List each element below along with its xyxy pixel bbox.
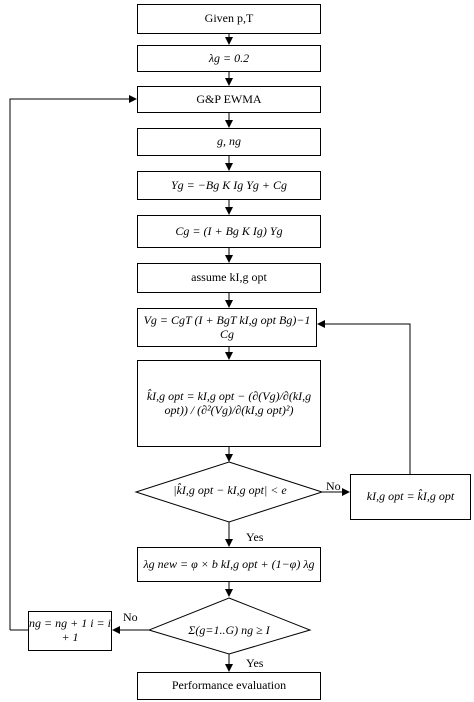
convergence-text: |k̂I,g opt − kI,g opt| < e (173, 483, 287, 497)
k-update-box: k̂I,g opt = kI,g opt − (∂(Vg)/∂(kI,g opt… (137, 360, 321, 447)
assume-box: assume kI,g opt (137, 263, 321, 293)
c-equation-text: Cg = (I + Bg K Ig) Yg (175, 223, 283, 238)
no-label-sum: No (123, 610, 138, 624)
lambda-init-box: λg = 0.2 (137, 45, 321, 72)
assume-text: assume kI,g opt (191, 270, 267, 285)
performance-box: Performance evaluation (137, 672, 321, 700)
y-equation-text: Yg = −Bg K Ig Yg + Cg (171, 177, 287, 192)
diamond-convergence (134, 461, 324, 523)
g-ng-box: g, ng (137, 128, 321, 156)
k-assign-text: kI,g opt = k̂I,g opt (366, 489, 455, 504)
increment-text: ng = ng + 1 i = i + 1 (29, 616, 111, 644)
ewma-box: G&P EWMA (137, 86, 321, 113)
given-text: Given p,T (204, 11, 254, 26)
c-equation-box: Cg = (I + Bg K Ig) Yg (137, 215, 321, 248)
k-update-text: k̂I,g opt = kI,g opt − (∂(Vg)/∂(kI,g opt… (146, 388, 312, 417)
given-box: Given p,T (137, 4, 321, 34)
v-equation-text: Vg = CgT (I + BgT kI,g opt Bg)−1 Cg (143, 312, 311, 341)
sum-check-text: Σ(g=1..G) ng ≥ I (188, 623, 270, 637)
performance-text: Performance evaluation (171, 678, 287, 693)
lambda-init-text: λg = 0.2 (208, 50, 250, 65)
lambda-new-box: λg new = φ × b kI,g opt + (1−φ) λg (137, 547, 321, 582)
arrow-assign-to-v (317, 320, 411, 476)
increment-box: ng = ng + 1 i = i + 1 (28, 611, 112, 651)
ewma-text: G&P EWMA (196, 91, 262, 106)
g-ng-text: g, ng (217, 134, 241, 149)
y-equation-box: Yg = −Bg K Ig Yg + Cg (137, 171, 321, 200)
no-label-convergence: No (326, 479, 341, 493)
yes-label-sum: Yes (246, 656, 264, 670)
yes-label-convergence: Yes (246, 530, 264, 544)
lambda-new-text: λg new = φ × b kI,g opt + (1−φ) λg (143, 556, 315, 571)
k-assign-box: kI,g opt = k̂I,g opt (350, 474, 471, 520)
arrow-increment-to-ewma (9, 95, 137, 630)
diamond-sum (147, 597, 312, 655)
v-equation-box: Vg = CgT (I + BgT kI,g opt Bg)−1 Cg (137, 308, 317, 347)
